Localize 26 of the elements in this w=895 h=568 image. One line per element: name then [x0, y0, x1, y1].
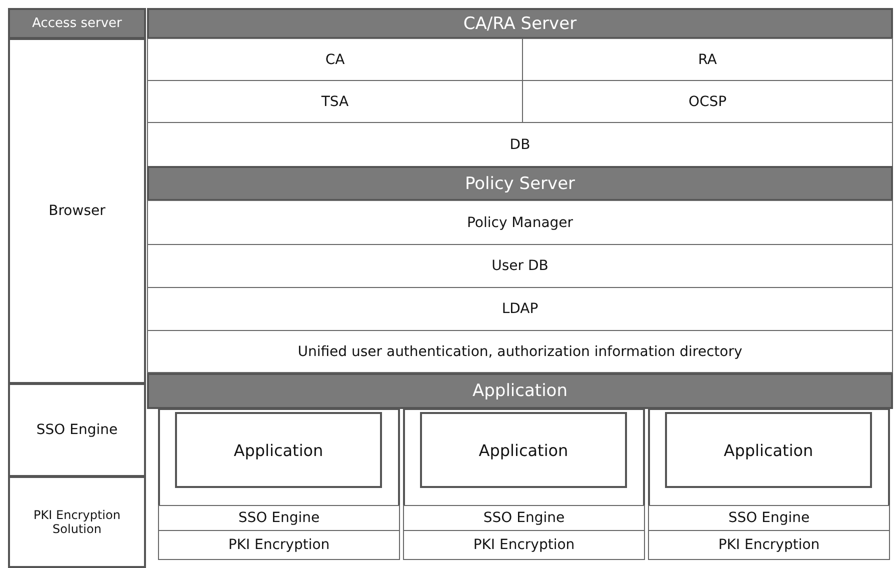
section-header: Policy Server [147, 166, 893, 201]
layer-label: Browser [8, 38, 146, 384]
module-box: PKI Encryption [403, 530, 645, 560]
module-box: SSO Engine [648, 505, 890, 531]
component-box: Policy Manager [147, 200, 893, 245]
application-column [158, 408, 400, 560]
component-box: CA [147, 38, 523, 81]
section-header: Application [147, 373, 893, 409]
section-header: CA/RA Server [147, 8, 893, 39]
module-box: SSO Engine [403, 505, 645, 531]
module-box: SSO Engine [158, 505, 400, 531]
module-box: PKI Encryption [158, 530, 400, 560]
application-box: Application [420, 412, 627, 488]
application-box: Application [665, 412, 872, 488]
header-label: Access server [8, 8, 146, 39]
component-box: User DB [147, 244, 893, 288]
application-column [403, 408, 645, 560]
component-box: RA [522, 38, 893, 81]
component-box: Unified user authentication, authorization information directory [147, 330, 893, 373]
component-box: LDAP [147, 287, 893, 331]
application-column [648, 408, 890, 560]
component-box: DB [147, 122, 893, 167]
module-box: PKI Encryption [648, 530, 890, 560]
layer-label: SSO Engine [8, 383, 146, 477]
application-box: Application [175, 412, 382, 488]
layer-label: PKI Encryption Solution [8, 476, 146, 568]
